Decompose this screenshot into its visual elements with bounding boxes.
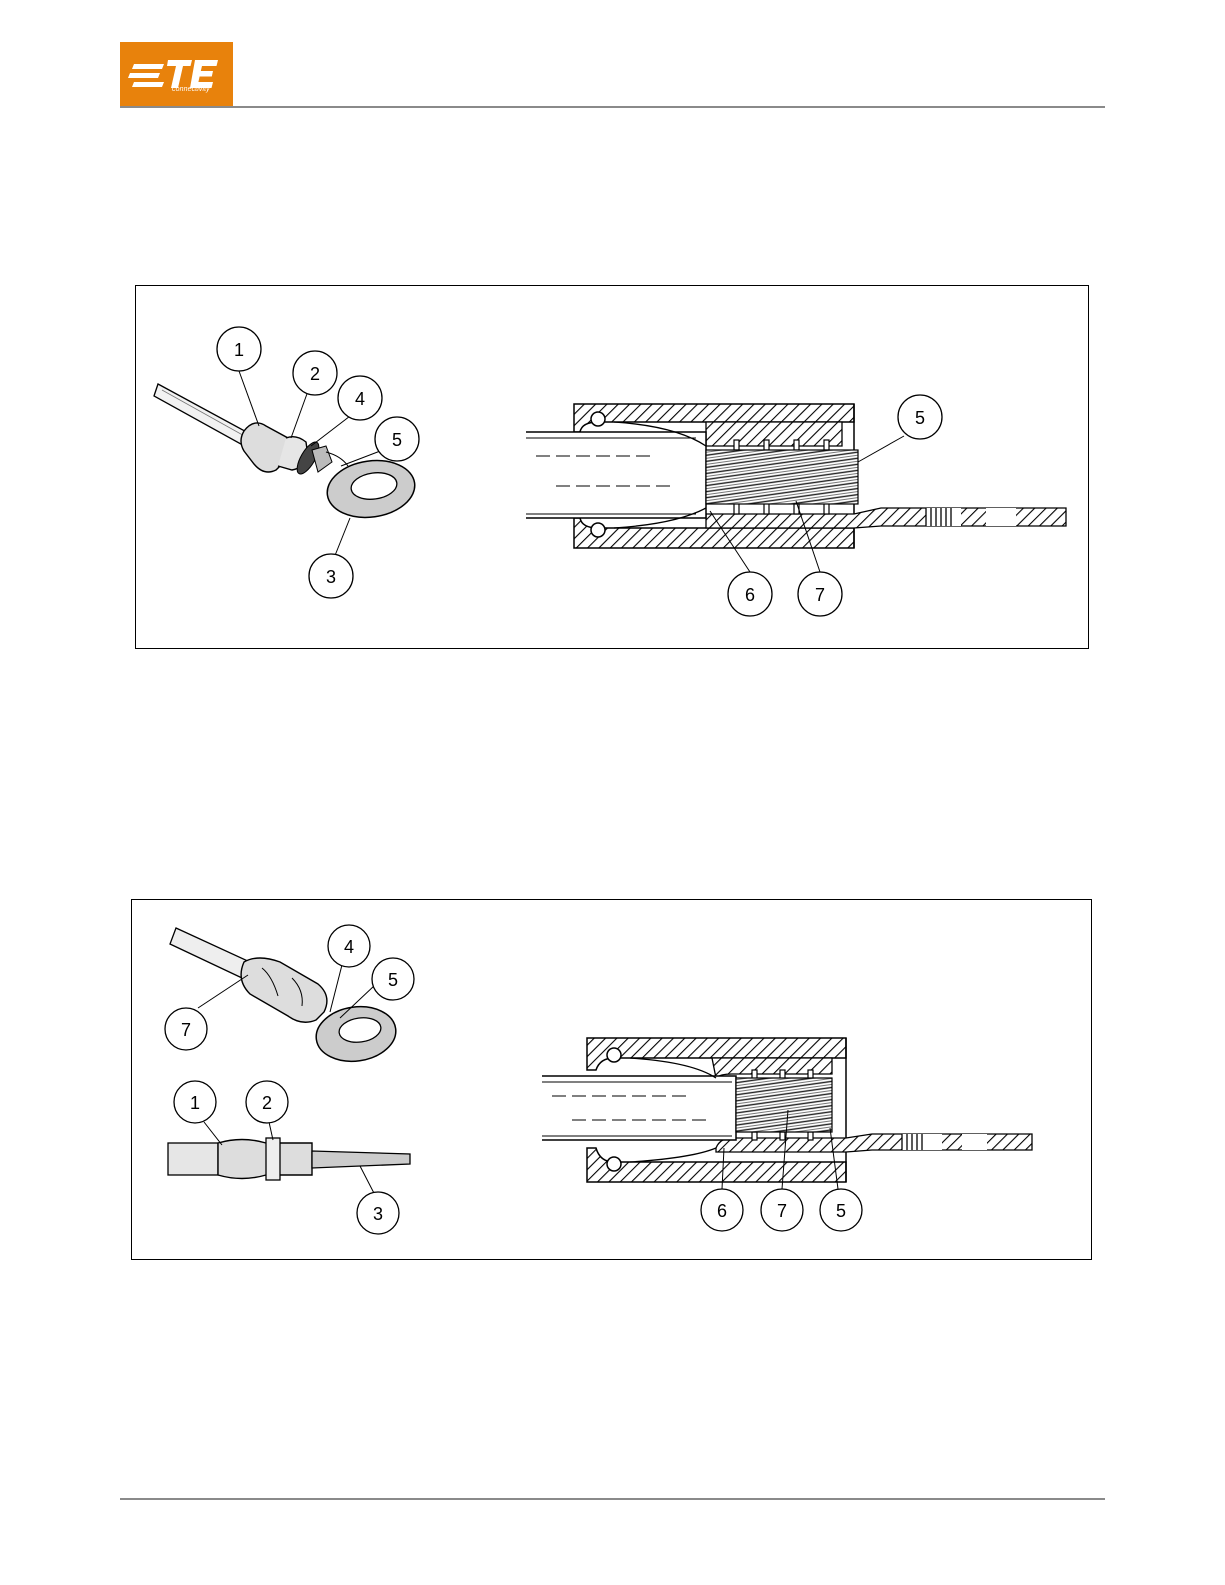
figure-2: 4 5 7 1 2 3 [131, 899, 1092, 1260]
footer-rule [120, 1498, 1105, 1500]
svg-text:6: 6 [745, 585, 755, 605]
svg-text:7: 7 [815, 585, 825, 605]
svg-text:1: 1 [234, 340, 244, 360]
callout-6-section: 6 [728, 572, 772, 616]
svg-text:2: 2 [262, 1093, 272, 1113]
figure-1: 1 2 4 5 3 [135, 285, 1089, 649]
svg-text:3: 3 [326, 567, 336, 587]
svg-text:5: 5 [915, 408, 925, 428]
callout-2: 2 [293, 351, 337, 395]
logo-subtext: connectivity [172, 86, 232, 93]
callout-5: 5 [372, 958, 414, 1000]
figure-1-drawing: 1 2 4 5 3 [136, 286, 1090, 650]
callout-6-section: 6 [701, 1189, 743, 1231]
svg-text:3: 3 [373, 1204, 383, 1224]
callout-1: 1 [174, 1081, 216, 1123]
svg-text:4: 4 [344, 937, 354, 957]
terminal-cross-section [526, 404, 1066, 572]
svg-text:7: 7 [181, 1020, 191, 1040]
callout-3: 3 [309, 554, 353, 598]
callout-5: 5 [375, 417, 419, 461]
logo-mark-icon [120, 42, 233, 107]
callout-4: 4 [338, 376, 382, 420]
callout-7-section: 7 [761, 1189, 803, 1231]
callout-7-section: 7 [798, 572, 842, 616]
header-rule [120, 106, 1105, 108]
figure-2-drawing: 4 5 7 1 2 3 [132, 900, 1093, 1261]
callout-5-section: 5 [898, 395, 942, 439]
te-connectivity-logo: connectivity [120, 42, 233, 107]
callout-3: 3 [357, 1192, 399, 1234]
svg-text:7: 7 [777, 1201, 787, 1221]
callout-4: 4 [328, 925, 370, 967]
svg-text:4: 4 [355, 389, 365, 409]
svg-text:1: 1 [190, 1093, 200, 1113]
callout-5-section: 5 [820, 1189, 862, 1231]
svg-text:5: 5 [392, 430, 402, 450]
svg-text:5: 5 [388, 970, 398, 990]
svg-text:2: 2 [310, 364, 320, 384]
callout-1: 1 [217, 327, 261, 371]
crimped-cross-section [542, 1038, 1032, 1189]
svg-text:6: 6 [717, 1201, 727, 1221]
callout-7: 7 [165, 1008, 207, 1050]
svg-text:5: 5 [836, 1201, 846, 1221]
crimped-terminal-side-view [168, 1122, 410, 1199]
callout-2: 2 [246, 1081, 288, 1123]
